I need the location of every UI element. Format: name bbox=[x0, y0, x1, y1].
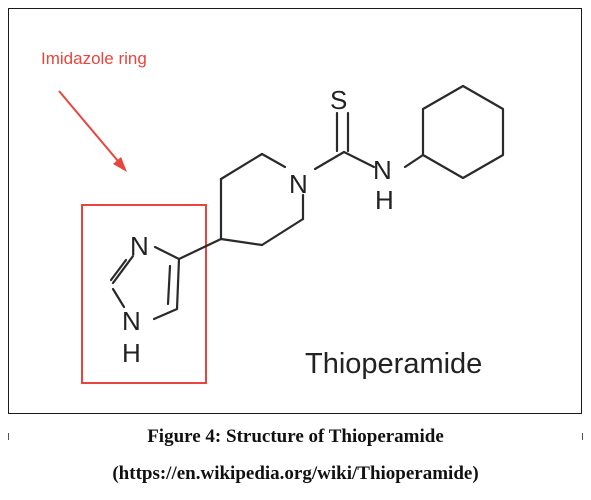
bond-imidazole-n1-c5 bbox=[152, 307, 179, 321]
bond-pip-c5-c4 bbox=[219, 237, 264, 247]
bond-imidazole-piperidine bbox=[177, 237, 223, 261]
bond-imidazole-c4-n3 bbox=[153, 245, 181, 261]
bond-thiocarbonyl-nh bbox=[342, 150, 376, 169]
figure-caption-title: Figure 4: Structure of Thioperamide bbox=[147, 426, 444, 447]
atom-label-imidazole-nh-h: H bbox=[122, 338, 141, 368]
cyclohexane-ring bbox=[421, 84, 505, 180]
bond-nh-cyclohexyl bbox=[403, 153, 425, 169]
atom-label-s: S bbox=[330, 85, 347, 115]
bond-pip-c2-n bbox=[260, 152, 287, 169]
bond-imidazole-c2-n1 bbox=[111, 287, 126, 309]
atom-label-imidazole-nh-n: N bbox=[122, 306, 141, 336]
thioperamide-structure-diagram: Imidazole ring bbox=[41, 49, 505, 384]
bond-imidazole-c5-c4-inner bbox=[166, 264, 172, 306]
right-tick-mark bbox=[582, 433, 583, 440]
bond-imidazole-c2-n3-inner bbox=[109, 258, 128, 282]
left-tick-mark bbox=[8, 433, 9, 440]
bond-imidazole-c5-c4 bbox=[175, 257, 181, 311]
atom-label-thioamide-h: H bbox=[375, 185, 394, 215]
annotation-arrow bbox=[58, 90, 127, 172]
atom-label-imidazole-n: N bbox=[130, 231, 149, 261]
imidazole-ring bbox=[109, 245, 181, 321]
piperidine-ring bbox=[219, 152, 305, 247]
figure-frame: Imidazole ring bbox=[8, 8, 582, 414]
bond-pip-c3-c2 bbox=[219, 152, 264, 181]
bond-imidazole-n3-c2 bbox=[111, 254, 135, 285]
imidazole-highlight-box bbox=[81, 204, 207, 384]
molecule-name: Thioperamide bbox=[305, 348, 482, 380]
bond-pip-c6-c5 bbox=[260, 217, 305, 247]
imidazole-ring-annotation-label: Imidazole ring bbox=[41, 49, 147, 68]
thioamide-group bbox=[313, 111, 376, 171]
atom-label-thioamide-n: N bbox=[373, 155, 392, 185]
bond-n-thiocarbonyl bbox=[313, 150, 346, 171]
atom-label-piperidine-n: N bbox=[289, 169, 308, 199]
figure-caption-source: (https://en.wikipedia.org/wiki/Thioperam… bbox=[112, 463, 479, 484]
